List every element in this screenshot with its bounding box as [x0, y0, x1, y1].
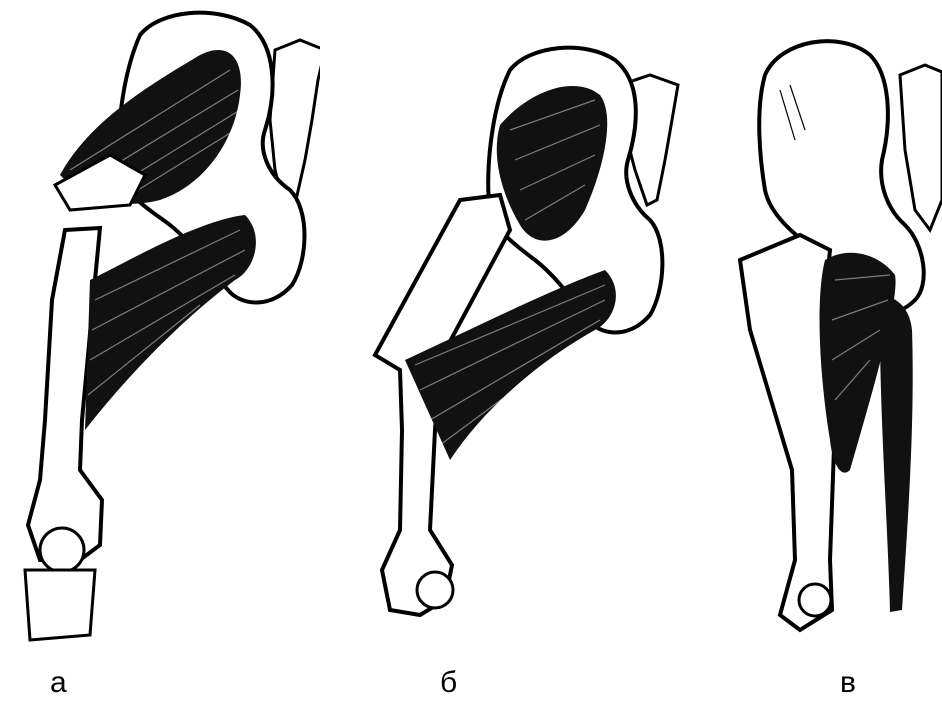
panel-v: в: [720, 0, 942, 702]
sartorius-muscle: [880, 295, 913, 612]
patella: [40, 528, 84, 572]
panel-label-a: а: [50, 668, 67, 698]
panel-label-b: б: [440, 668, 457, 698]
illustration-b: [360, 0, 680, 660]
panel-label-v: в: [840, 668, 856, 698]
adductor-muscle: [85, 215, 256, 430]
panel-b: б: [360, 0, 680, 702]
tibia: [25, 570, 95, 640]
illustration-v: [720, 0, 942, 660]
panel-a: а: [0, 0, 320, 702]
sacrum: [900, 65, 942, 230]
patella: [417, 572, 453, 608]
patella: [799, 584, 831, 616]
illustration-a: [0, 0, 320, 660]
